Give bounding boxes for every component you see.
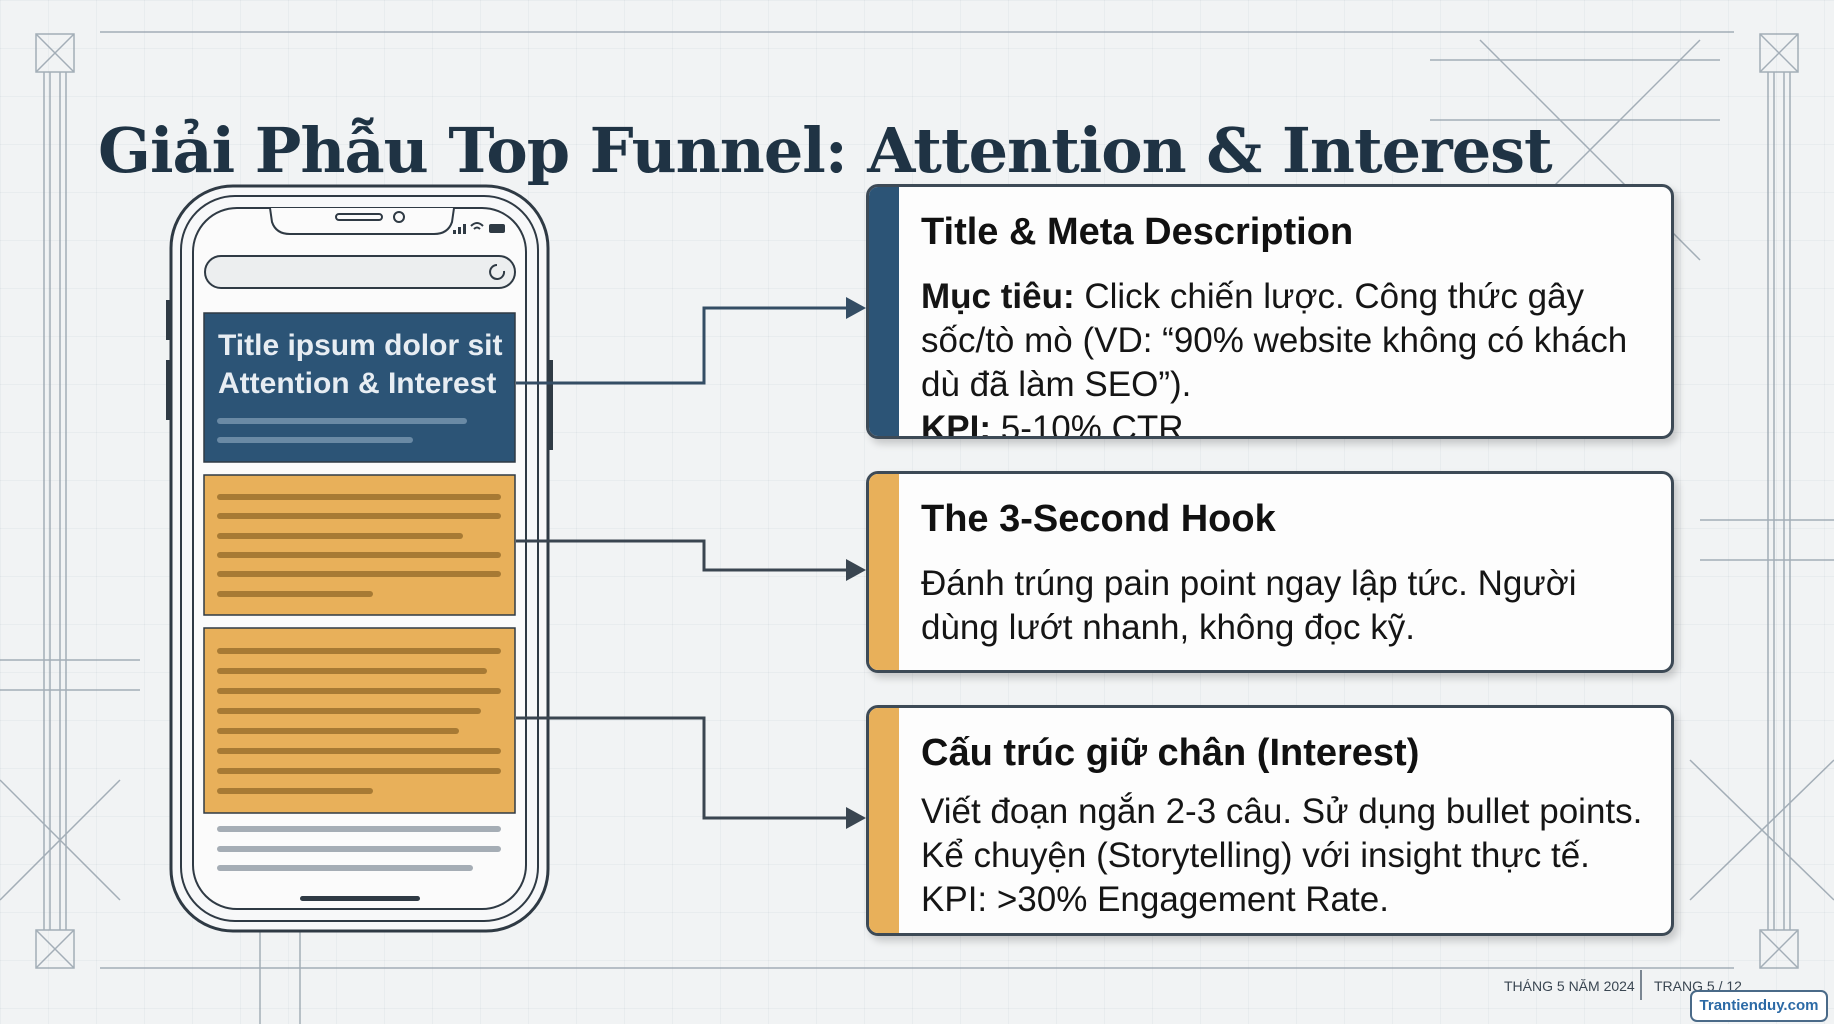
phone-mockup: Title ipsum dolor sit Attention & Intere… <box>166 184 553 933</box>
card-accent-stripe <box>869 474 899 670</box>
card-hook: The 3-Second Hook Đánh trúng pain point … <box>866 471 1674 673</box>
goal-text: Click chiến lược. Công thức gây sốc/tò m… <box>921 277 1628 404</box>
goal-label: Mục tiêu: <box>921 277 1075 316</box>
arrowhead-interest <box>846 807 866 829</box>
card-heading: Title & Meta Description <box>921 211 1354 253</box>
footer-date: THÁNG 5 NĂM 2024 <box>1504 978 1635 994</box>
headline-line-1: Title ipsum dolor sit <box>218 329 502 362</box>
speaker <box>335 213 383 221</box>
page-title: Giải Phẫu Top Funnel: Attention & Intere… <box>98 113 1553 187</box>
card-interest: Cấu trúc giữ chân (Interest) Viết đoạn n… <box>866 705 1674 936</box>
battery-icon <box>489 224 505 233</box>
footer-divider <box>1640 970 1642 1000</box>
reload-icon <box>489 264 506 280</box>
card-body-line: Kể chuyện (Storytelling) với insight thự… <box>921 836 1590 875</box>
wifi-icon <box>470 222 484 230</box>
watermark-badge: Trantienduy.com <box>1690 990 1828 1022</box>
interest-block <box>203 627 516 814</box>
card-body-line: KPI: >30% Engagement Rate. <box>921 880 1389 919</box>
kpi-text: 5-10% CTR. <box>991 409 1194 439</box>
phone-side-button <box>166 300 171 340</box>
connector-hook <box>516 539 846 572</box>
card-body: Đánh trúng pain point ngay lập tức. Ngườ… <box>921 564 1577 647</box>
arrowhead-hook <box>846 559 866 581</box>
card-title-meta: Title & Meta Description Mục tiêu: Click… <box>866 184 1674 439</box>
card-accent-stripe <box>869 708 899 933</box>
phone-side-button <box>166 360 171 420</box>
card-heading: Cấu trúc giữ chân (Interest) <box>921 732 1420 774</box>
connector-title <box>516 306 846 385</box>
address-bar <box>204 255 516 289</box>
card-accent-stripe <box>869 187 899 436</box>
card-heading: The 3-Second Hook <box>921 498 1276 540</box>
signal-icon <box>453 224 466 234</box>
card-body: Viết đoạn ngắn 2-3 câu. Sử dụng bullet p… <box>921 790 1657 922</box>
connector-interest <box>516 716 846 820</box>
phone-inner-frame <box>180 195 539 922</box>
arrowhead-title <box>846 297 866 319</box>
front-camera <box>393 211 405 223</box>
card-body-line: Viết đoạn ngắn 2-3 câu. Sử dụng bullet p… <box>921 792 1643 831</box>
home-indicator <box>300 896 420 901</box>
card-body: Mục tiêu: Click chiến lược. Công thức gâ… <box>921 275 1657 439</box>
phone-side-button <box>548 360 553 450</box>
kpi-label: KPI: <box>921 409 991 439</box>
headline-line-2: Attention & Interest <box>218 367 496 400</box>
